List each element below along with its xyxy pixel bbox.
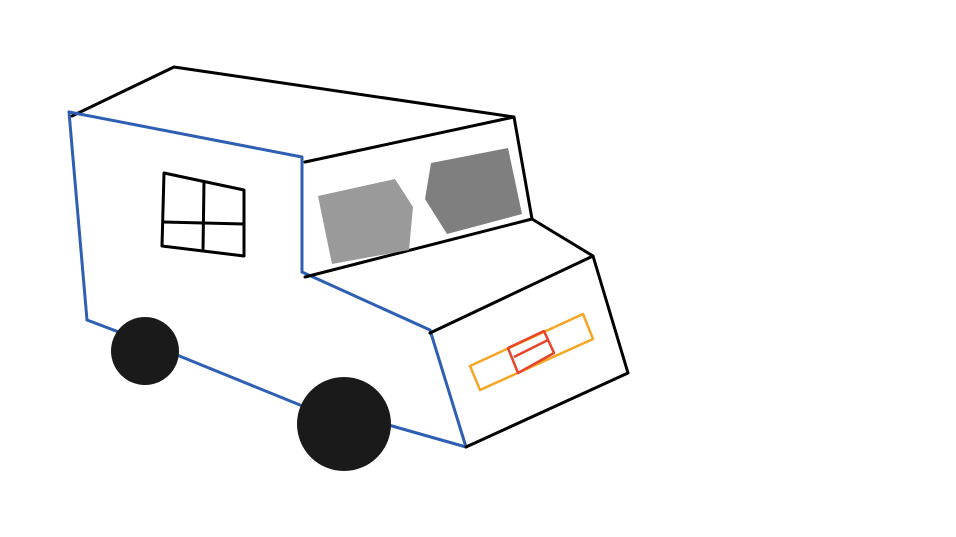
grille-outer-frame [468, 312, 595, 392]
rear-edge [67, 110, 89, 322]
rear-wheel [111, 317, 179, 385]
side-window [160, 171, 246, 258]
windshield-frame [303, 115, 534, 279]
front-grille [468, 312, 595, 392]
windshield-panel-right [425, 148, 522, 234]
side-window-vertical-divider [201, 180, 206, 252]
side-body-top-edge [67, 110, 304, 274]
roof-outline [70, 65, 516, 119]
hood-outline [428, 217, 595, 335]
front-face-outline [464, 254, 630, 449]
grille-center-bar [513, 338, 549, 359]
hood-side-edge [300, 270, 468, 449]
grille-center-badge [506, 329, 556, 375]
side-body-bottom-edge-front [383, 422, 468, 449]
side-window-horizontal-divider [162, 220, 245, 226]
side-window-frame [160, 171, 246, 258]
front-wheel [297, 377, 391, 471]
windshield-panel-left [318, 179, 413, 264]
